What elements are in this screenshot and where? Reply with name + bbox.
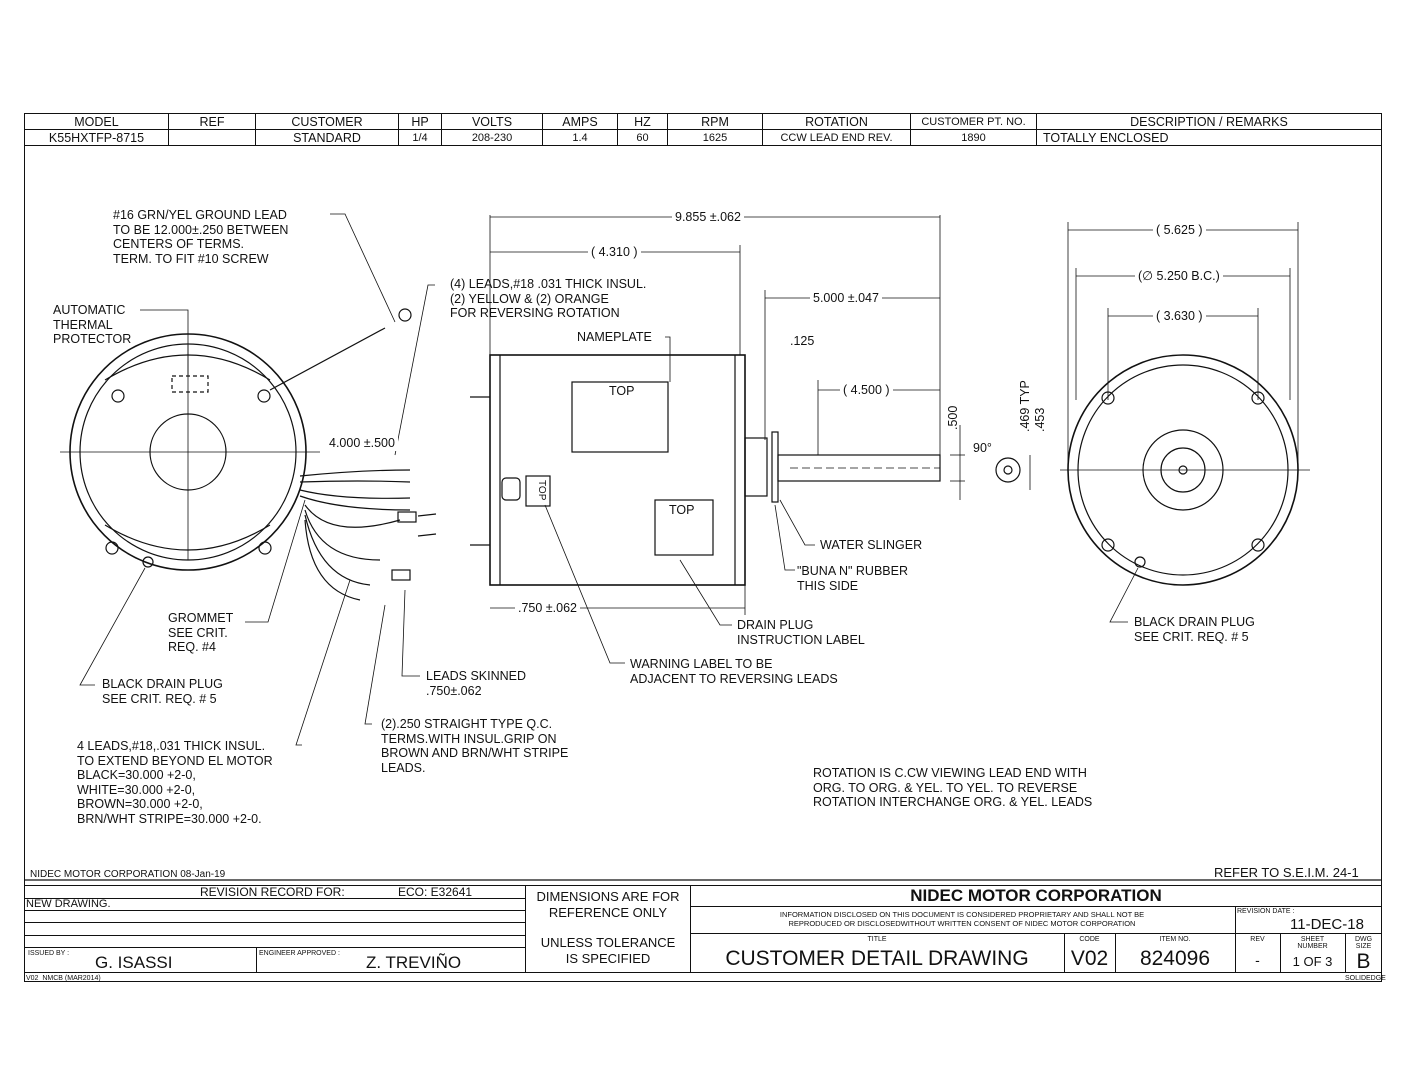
engineer-label: ENGINEER APPROVED :	[259, 950, 340, 957]
val-hp: 1/4	[398, 129, 442, 146]
code: V02	[1070, 947, 1109, 970]
dim-flat-453: .453	[1033, 407, 1047, 432]
qc-terminals-note: (2).250 STRAIGHT TYPE Q.C. TERMS.WITH IN…	[381, 717, 569, 775]
val-amps: 1.4	[542, 129, 618, 146]
item-number: 824096	[1139, 947, 1211, 970]
revision-date-label: REVISION DATE :	[1237, 908, 1295, 915]
drawing-size: B	[1356, 950, 1371, 973]
leads-skinned-note: LEADS SKINNED .750±.062	[426, 669, 527, 698]
dim-shaft-dia: .500	[946, 405, 960, 430]
dim-lead-length: 4.000 ±.500	[326, 436, 398, 451]
grommet-note: GROMMET SEE CRIT. REQ. #4	[168, 611, 234, 654]
buna-rubber-note: "BUNA N" RUBBER THIS SIDE	[797, 564, 908, 593]
ground-lead-note: #16 GRN/YEL GROUND LEAD TO BE 12.000±.25…	[113, 208, 289, 266]
rev-label: REV	[1250, 936, 1265, 943]
issued-by: G. ISASSI	[95, 953, 173, 972]
form-code: V02_NMCB (MAR2014)	[26, 975, 101, 982]
code-label: CODE	[1079, 936, 1100, 943]
nameplate-label: NAMEPLATE	[577, 330, 652, 344]
col-volts: VOLTS	[441, 113, 543, 130]
lead-end-view	[60, 308, 437, 601]
company-date: NIDEC MOTOR CORPORATION 08-Jan-19	[30, 869, 226, 880]
dim-outer-dia: ( 5.625 )	[1153, 223, 1206, 238]
col-description: DESCRIPTION / REMARKS	[1036, 113, 1382, 130]
dimensions-box: DIMENSIONS ARE FOR REFERENCE ONLY UNLESS…	[525, 885, 691, 973]
company-box	[690, 885, 1382, 973]
sheet-label: SHEET NUMBER	[1297, 936, 1328, 950]
val-customer: STANDARD	[255, 129, 399, 146]
label-top: TOP	[669, 503, 695, 517]
warning-label-note: WARNING LABEL TO BE ADJACENT TO REVERSIN…	[630, 657, 838, 686]
black-drain-plug-left-note: BLACK DRAIN PLUG SEE CRIT. REQ. # 5	[102, 677, 223, 706]
item-label: ITEM NO.	[1159, 936, 1191, 943]
reversing-leads-note: (4) LEADS,#18 .031 THICK INSUL. (2) YELL…	[450, 277, 647, 320]
size-label: DWG SIZE	[1354, 936, 1373, 950]
lead-length-note: 4 LEADS,#18,.031 THICK INSUL. TO EXTEND …	[77, 739, 273, 826]
dim-flat-469: .469 TYP	[1018, 380, 1032, 432]
val-rotation: CCW LEAD END REV.	[762, 129, 911, 146]
dim-bolt-circle: (∅ 5.250 B.C.)	[1135, 269, 1223, 284]
dim-body-length: ( 4.310 )	[588, 245, 641, 260]
sheet-number: 1 OF 3	[1292, 954, 1333, 969]
dim-angle: 90°	[973, 441, 992, 455]
proprietary-notice: INFORMATION DISCLOSED ON THIS DOCUMENT I…	[779, 910, 1145, 928]
warning-label-top: TOP	[536, 480, 547, 501]
dimensions-note: DIMENSIONS ARE FOR REFERENCE ONLY	[536, 889, 680, 920]
dim-lead-skin: .750 ±.062	[515, 601, 580, 616]
col-customer-pt-no: CUSTOMER PT. NO.	[910, 113, 1037, 130]
tolerance-note: UNLESS TOLERANCE IS SPECIFIED	[540, 935, 676, 966]
nameplate-top-label: TOP	[609, 384, 635, 398]
val-hz: 60	[617, 129, 668, 146]
val-description: TOTALLY ENCLOSED	[1036, 129, 1382, 146]
drawing-title: CUSTOMER DETAIL DRAWING	[725, 947, 1029, 970]
spec-value-row: K55HXTFP-8715 STANDARD 1/4 208-230 1.4 6…	[24, 129, 1382, 146]
col-ref: REF	[168, 113, 256, 130]
eco-number: ECO: E32641	[398, 885, 473, 899]
revision-note: NEW DRAWING.	[26, 898, 111, 910]
spec-table: MODEL REF CUSTOMER HP VOLTS AMPS HZ RPM …	[24, 113, 1382, 146]
black-drain-plug-right-note: BLACK DRAIN PLUG SEE CRIT. REQ. # 5	[1134, 615, 1255, 644]
side-view	[79, 213, 1031, 746]
software-tag: SOLIDEDGE	[1345, 975, 1386, 982]
rev: -	[1255, 952, 1260, 968]
dim-overall-length: 9.855 ±.062	[672, 210, 744, 225]
drain-plug-label-note: DRAIN PLUG INSTRUCTION LABEL	[737, 618, 865, 647]
company-name: NIDEC MOTOR CORPORATION	[910, 886, 1162, 905]
spec-header-row: MODEL REF CUSTOMER HP VOLTS AMPS HZ RPM …	[24, 113, 1382, 130]
col-amps: AMPS	[542, 113, 618, 130]
thermal-protector-note: AUTOMATIC THERMAL PROTECTOR	[53, 303, 132, 346]
dim-pilot-dia: ( 3.630 )	[1153, 309, 1206, 324]
val-model: K55HXTFP-8715	[24, 129, 169, 146]
dim-shaft-flat: ( 4.500 )	[840, 383, 893, 398]
dim-shoulder: .125	[790, 334, 815, 348]
engineer-approved: Z. TREVIÑO	[366, 953, 462, 972]
revision-record-label: REVISION RECORD FOR:	[200, 885, 345, 899]
dim-shaft-length: 5.000 ±.047	[810, 291, 882, 306]
revision-date: 11-DEC-18	[1290, 916, 1364, 933]
refer-note: REFER TO S.E.I.M. 24-1	[1214, 865, 1359, 880]
rotation-note: ROTATION IS C.CW VIEWING LEAD END WITH O…	[813, 766, 1093, 809]
title-label: TITLE	[867, 936, 887, 943]
water-slinger-note: WATER SLINGER	[820, 538, 923, 552]
issued-by-label: ISSUED BY :	[28, 950, 70, 957]
